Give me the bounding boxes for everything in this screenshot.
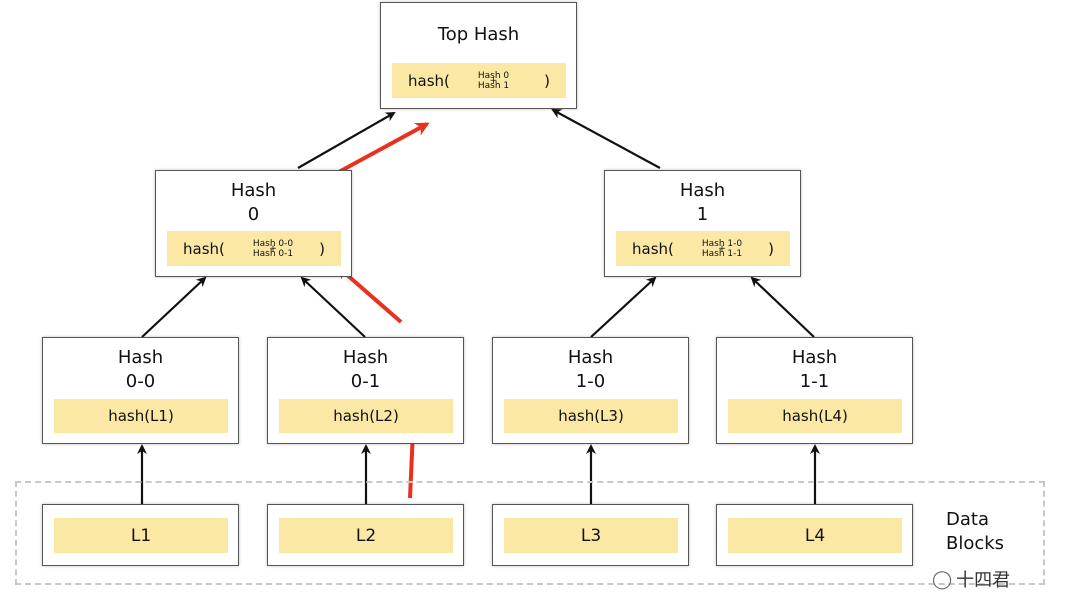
hash-arguments: Hash 0-0 + Hash 0-1 [253, 239, 293, 259]
hash-0-0-title-line1: Hash [117, 347, 164, 368]
hash-0-1-title-line1: Hash [342, 347, 389, 368]
plus-sign: + [269, 243, 277, 254]
hash-arguments: Hash 1-0 + Hash 1-1 [702, 239, 742, 259]
leaf-l4-value: L4 [728, 518, 902, 553]
hash-1-node: Hash 1 hash( Hash 1-0 + Hash 1-1 ) [604, 170, 801, 277]
hash-1-title-line1: Hash [679, 180, 726, 201]
hash-1-0-title-line1: Hash [567, 347, 614, 368]
hash-1-1-title-line2: 1-1 [799, 371, 830, 392]
closing-paren: ) [544, 71, 550, 90]
leaf-l2: L2 [267, 504, 464, 566]
hash-0-title-line2: 0 [247, 204, 260, 225]
plus-sign: + [489, 75, 498, 86]
hash-arg-2: Hash 0-1 [252, 248, 294, 259]
top-hash-title: Top Hash [437, 24, 520, 45]
hash-1-title-line2: 1 [696, 204, 709, 225]
hash-0-node: Hash 0 hash( Hash 0-0 + Hash 0-1 ) [155, 170, 352, 277]
leaf-l1: L1 [42, 504, 239, 566]
arrow-h0-to-top [297, 112, 396, 169]
hash-1-1-value: hash(L4) [728, 399, 902, 433]
hash-function-label: hash( [183, 239, 225, 258]
leaf-l4: L4 [716, 504, 913, 566]
hash-0-0-value: hash(L1) [54, 399, 228, 433]
hash-arg-1: Hash 0-0 [252, 238, 294, 249]
hash-arguments: Hash 0 + Hash 1 [478, 71, 509, 91]
leaf-l3-value: L3 [504, 518, 678, 553]
hash-1-1-node: Hash 1-1 hash(L4) [716, 337, 913, 444]
data-blocks-label-line1: Data [946, 509, 989, 530]
data-blocks-region [15, 481, 1045, 585]
hash-1-1-title-line1: Hash [791, 347, 838, 368]
hash-0-1-value: hash(L2) [279, 399, 453, 433]
hash-1-0-value: hash(L3) [504, 399, 678, 433]
top-hash-formula: hash( Hash 0 + Hash 1 ) [392, 63, 566, 98]
arrow-h01-to-h0 [300, 276, 366, 338]
hash-0-0-title-line2: 0-0 [125, 371, 156, 392]
hash-0-0-node: Hash 0-0 hash(L1) [42, 337, 239, 444]
hash-0-1-title-line2: 0-1 [350, 371, 381, 392]
watermark-text: 十四君 [956, 570, 1011, 591]
hash-arg-2: Hash 1-1 [701, 248, 743, 259]
red-arrow-h0-to-top [336, 122, 430, 175]
hash-function-label: hash( [408, 71, 450, 90]
hash-arg-1: Hash 0 [477, 70, 510, 81]
hash-arg-1: Hash 1-0 [701, 238, 743, 249]
data-blocks-label: Data Blocks [946, 508, 1004, 556]
leaf-l2-value: L2 [279, 518, 453, 553]
top-hash-node: Top Hash hash( Hash 0 + Hash 1 ) [380, 2, 577, 109]
leaf-l1-value: L1 [54, 518, 228, 553]
closing-paren: ) [319, 239, 325, 258]
watermark: ◯ 十四君 [932, 566, 1010, 592]
hash-arg-2: Hash 1 [477, 80, 510, 91]
leaf-l3: L3 [492, 504, 689, 566]
hash-1-0-node: Hash 1-0 hash(L3) [492, 337, 689, 444]
hash-0-1-node: Hash 0-1 hash(L2) [267, 337, 464, 444]
hash-function-label: hash( [632, 239, 674, 258]
hash-0-title-line1: Hash [230, 180, 277, 201]
closing-paren: ) [768, 239, 774, 258]
data-blocks-label-line2: Blocks [946, 533, 1005, 554]
plus-sign: + [718, 243, 726, 254]
hash-1-0-title-line2: 1-0 [575, 371, 606, 392]
arrow-h00-to-h0 [141, 276, 207, 338]
arrow-h11-to-h1 [750, 276, 815, 338]
arrow-h1-to-top [551, 109, 661, 169]
hash-0-formula: hash( Hash 0-0 + Hash 0-1 ) [167, 231, 341, 266]
hash-1-formula: hash( Hash 1-0 + Hash 1-1 ) [616, 231, 790, 266]
wechat-icon: ◯ [932, 568, 953, 590]
arrow-h10-to-h1 [590, 276, 657, 338]
